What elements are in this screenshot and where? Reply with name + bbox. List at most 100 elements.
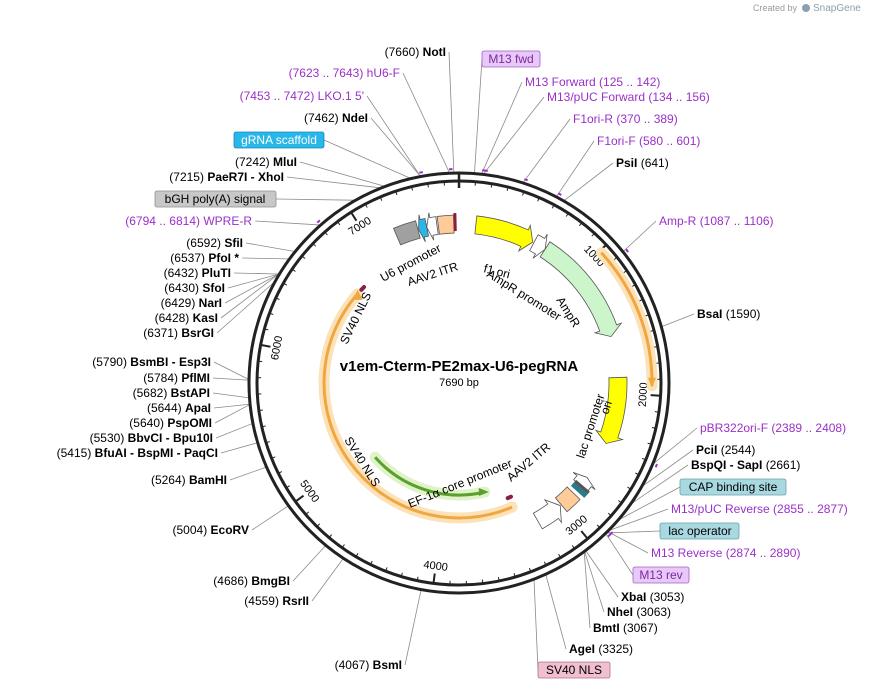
label-ori: ori	[598, 399, 615, 416]
tick-label: 4000	[423, 559, 449, 574]
leader-line	[448, 51, 455, 173]
minor-tick	[645, 314, 650, 317]
leader-line	[242, 257, 289, 260]
orf-ampr-arrowhead	[647, 377, 656, 388]
badge-grna-scaffold: gRNA scaffold	[233, 131, 325, 149]
primer-range: (7623 .. 7643)	[289, 66, 364, 80]
label-ampr-promoter: AmpR promoter	[484, 267, 563, 324]
badge-leader-line	[275, 198, 354, 201]
minor-tick	[324, 231, 328, 236]
enzyme-bamHI: BamHI	[189, 473, 227, 487]
primer-labels-right: M13 Forward (125 .. 142) M13/pUC Forward…	[525, 75, 848, 560]
leader-line	[251, 505, 288, 531]
feature-u6-promoter	[426, 212, 439, 241]
minor-tick	[283, 282, 288, 286]
badge-leader-line	[607, 530, 661, 534]
site-pos: (5784)	[143, 371, 178, 385]
site-pos: (7215)	[169, 170, 204, 184]
primer-mark	[654, 463, 658, 468]
minor-tick	[385, 567, 388, 572]
site-pos: (5004)	[173, 523, 208, 537]
minor-tick	[400, 572, 403, 577]
primer-mark	[419, 171, 423, 174]
svg-text:F1ori-F (580 .. 601): F1ori-F (580 .. 601)	[597, 134, 700, 148]
feature-ori	[594, 376, 628, 444]
minor-tick	[571, 545, 575, 550]
svg-text:(7660) NotI: (7660) NotI	[385, 45, 446, 59]
site-pos: (5530)	[90, 431, 125, 445]
primer-m13-reverse: M13 Reverse	[651, 546, 723, 560]
enzyme-sites-right: PsiI (641) BsaI (1590) PciI (2544) BspQI…	[569, 156, 800, 656]
leader-line	[213, 403, 250, 409]
svg-text:(4686) BmgBI: (4686) BmgBI	[213, 574, 290, 588]
minor-tick	[558, 553, 562, 558]
site-pos: (5644)	[147, 401, 182, 415]
site-pos: (7242)	[235, 155, 270, 169]
enzyme-nheI: NheI	[607, 605, 633, 619]
badge-sv40-nls-text: SV40 NLS	[546, 663, 602, 677]
leader-line	[654, 427, 698, 464]
leader-line	[220, 442, 257, 454]
enzyme-pfoI: PfoI *	[208, 251, 239, 265]
leader-line	[585, 551, 619, 598]
svg-text:(6537) PfoI *: (6537) PfoI *	[170, 251, 239, 265]
enzyme-sfoI: SfoI	[202, 281, 225, 295]
primer-range: (370 .. 389)	[616, 112, 677, 126]
label-aav2-itr-right: AAV2 ITR	[504, 440, 553, 485]
primer-range: (125 .. 142)	[599, 75, 660, 89]
primer-range: (2874 .. 2890)	[726, 546, 801, 560]
minor-tick	[551, 204, 555, 209]
primer-m13-forward: M13 Forward	[525, 75, 596, 89]
minor-tick	[291, 268, 296, 272]
enzyme-bstAPI: BstAPI	[171, 386, 210, 400]
minor-tick	[275, 297, 280, 300]
enzyme-bsmI: BsmI	[373, 658, 402, 672]
leader-line	[292, 545, 326, 582]
enzyme-bbvci-bpu10i: BbvCI - Bpu10I	[128, 431, 213, 445]
minor-tick	[379, 196, 383, 201]
minor-tick	[650, 329, 655, 332]
minor-tick	[591, 232, 595, 237]
orf-pe2max-arrowhead	[352, 289, 363, 300]
badge-grna-scaffold-text: gRNA scaffold	[241, 133, 317, 147]
leader-line	[545, 575, 567, 650]
minor-tick	[639, 298, 644, 302]
minor-tick	[522, 191, 525, 196]
minor-tick	[641, 457, 647, 461]
enzyme-narI: NarI	[199, 296, 222, 310]
minor-tick	[278, 471, 283, 474]
enzyme-bmgBI: BmgBI	[251, 574, 290, 588]
minor-tick	[653, 345, 658, 348]
feature-ef-1-core-promoter	[532, 499, 562, 530]
badge-m13-fwd: M13 fwd	[481, 50, 541, 68]
svg-text:(5640) PspOMI: (5640) PspOMI	[129, 416, 212, 430]
badge-leader-line	[620, 486, 681, 520]
leader-line	[245, 242, 295, 252]
primer-range: (2855 .. 2877)	[773, 502, 848, 516]
feature-grna-scaffold	[418, 214, 430, 243]
major-tick	[580, 530, 589, 540]
minor-tick	[631, 284, 636, 288]
site-pos: (6432)	[164, 266, 199, 280]
enzyme-kasI: KasI	[193, 311, 218, 325]
leader-line	[483, 96, 545, 174]
site-pos: (6429)	[161, 296, 196, 310]
leader-line	[643, 449, 694, 486]
minor-tick	[565, 212, 569, 217]
tick-label: 7000	[346, 215, 373, 238]
site-pos: (6592)	[186, 236, 221, 250]
minor-tick	[364, 203, 368, 208]
primer-range: (580 .. 601)	[639, 134, 700, 148]
enzyme-psiI: PsiI	[616, 156, 637, 170]
leader-line	[212, 377, 249, 381]
primer-mark	[557, 192, 562, 196]
minor-tick	[286, 485, 290, 489]
site-pos: (7462)	[304, 111, 339, 125]
minor-tick	[265, 441, 271, 444]
site-pos: (2544)	[721, 443, 756, 457]
orf-inner-green-arrowhead	[478, 487, 489, 496]
site-pos: (3325)	[598, 642, 633, 656]
svg-text:(6428) KasI: (6428) KasI	[155, 311, 218, 325]
leader-line	[556, 140, 595, 197]
major-tick	[294, 494, 305, 503]
